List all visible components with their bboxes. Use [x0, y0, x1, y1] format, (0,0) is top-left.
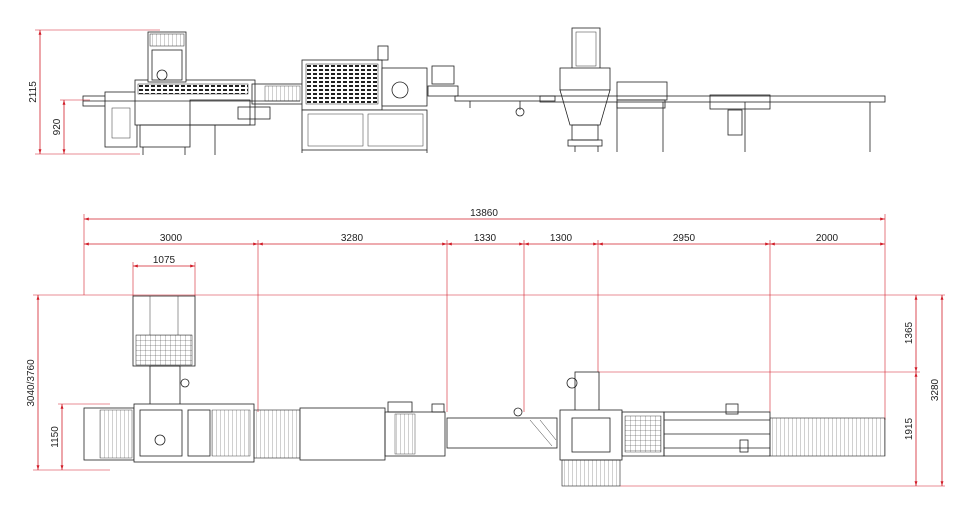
- side-unit-filler: [559, 27, 668, 152]
- dim-segment-5: 2950: [673, 233, 696, 244]
- dim-overall-length: 13860: [470, 208, 498, 219]
- plan-conveyor-1: [253, 409, 301, 459]
- dim-segment-3: 1330: [474, 233, 497, 244]
- plan-output-conveyor: [663, 403, 886, 457]
- side-conveyor-1: [454, 95, 556, 117]
- side-unit-feeder: [82, 31, 305, 155]
- dim-segment-2: 3280: [341, 233, 364, 244]
- side-view: 2115 920: [28, 27, 886, 155]
- side-unit-center: [301, 45, 459, 153]
- dim-left-width: 3040/3760: [26, 359, 37, 407]
- dim-feeder-width: 1075: [153, 255, 176, 266]
- dim-right-total: 3280: [930, 378, 941, 401]
- plan-unit-filler: [559, 371, 665, 487]
- dim-conveyor-height: 920: [52, 118, 63, 135]
- plan-conveyor-2: [446, 407, 558, 449]
- plan-unit-center: [299, 401, 446, 461]
- dim-right-upper: 1365: [904, 321, 915, 344]
- dim-right-lower: 1915: [904, 417, 915, 440]
- dim-segment-4: 1300: [550, 233, 573, 244]
- dim-segment-6: 2000: [816, 233, 839, 244]
- dim-left-line-width: 1150: [50, 426, 61, 448]
- plan-unit-feeder: [83, 295, 255, 463]
- plan-view: 13860 3000 3280 1330 1300 2950 2000 1075…: [26, 208, 945, 487]
- dim-segment-1: 3000: [160, 233, 183, 244]
- dim-total-height: 2115: [28, 81, 39, 103]
- side-conveyor-2: [539, 94, 886, 152]
